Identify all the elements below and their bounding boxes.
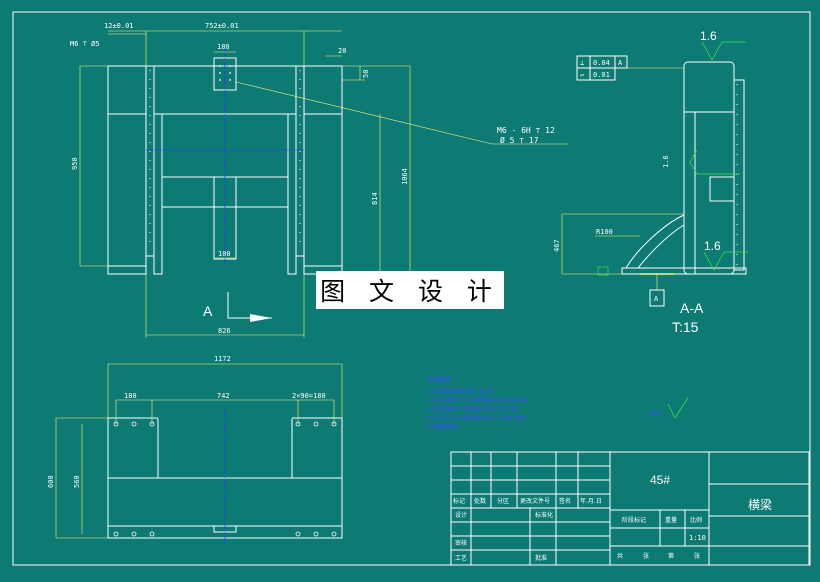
dim-950: 950 bbox=[71, 157, 79, 170]
sheet-no: 第 bbox=[668, 552, 674, 560]
dim-600: 600 bbox=[47, 475, 55, 488]
note-line-2: 2.未注线性尺寸公差等级GB1804 f级。 bbox=[427, 396, 533, 404]
label-design: 设计 bbox=[455, 511, 467, 519]
title-block: 45# 横梁 标记 处数 分区 更改文件号 签名 年.月.日 设计 审核 工艺 … bbox=[450, 451, 810, 566]
dim-826: 826 bbox=[218, 327, 231, 335]
label-standard: 标准化 bbox=[535, 511, 553, 519]
dim-180-front: 180 bbox=[217, 43, 230, 51]
dim-50: 50 bbox=[362, 70, 370, 78]
dim-hole: M6 ⊤ Ø5 bbox=[70, 40, 100, 48]
label-ratio: 比例 bbox=[690, 516, 702, 524]
side-view: 1.6 1.6 1.6 ⊥ 0.04 A ▱ 0.01 467 R100 A A… bbox=[553, 29, 748, 335]
side-fillet bbox=[625, 214, 685, 269]
part-name: 横梁 bbox=[748, 497, 772, 512]
dim-752: 752±0.01 bbox=[205, 22, 239, 30]
note-line-1: 1.公差原则按GB/T 4249 bbox=[427, 387, 495, 395]
dim-814: 814 bbox=[371, 192, 379, 205]
note-line-3: 3.未注角度公差等级GB11335 f级。 bbox=[427, 405, 525, 413]
label-approve: 批准 bbox=[535, 554, 547, 562]
dim-r100: R100 bbox=[596, 228, 613, 236]
thickness-label: T:15 bbox=[672, 319, 699, 335]
label-change: 更改文件号 bbox=[520, 497, 550, 505]
dim-2x90: 2×90=180 bbox=[292, 392, 326, 400]
label-zone: 分区 bbox=[497, 497, 509, 505]
dim-1172: 1172 bbox=[214, 355, 231, 363]
label-mark: 标记 bbox=[453, 497, 465, 505]
label-count: 处数 bbox=[474, 497, 486, 505]
left-column bbox=[107, 65, 147, 275]
rough-top: 1.6 bbox=[700, 29, 717, 43]
section-label: A-A bbox=[680, 300, 704, 316]
sheet-unit-1: 张 bbox=[643, 552, 649, 560]
rough-mid: 1.6 bbox=[662, 155, 670, 168]
sheet-total: 共 bbox=[617, 552, 623, 560]
dim-1064: 1064 bbox=[401, 168, 409, 185]
dim-467: 467 bbox=[553, 239, 561, 252]
note-line-5: 5.锐角倒钝。 bbox=[427, 423, 463, 431]
callout-depth: Ø 5 ⊤ 17 bbox=[500, 135, 539, 145]
note-line-4: 4.未注形位公差等级GB/T 1184 H级。 bbox=[427, 414, 531, 422]
dim-180-top: 180 bbox=[124, 392, 137, 400]
label-sign: 签名 bbox=[559, 497, 571, 505]
callout-thread: M6 - 6H ⊤ 12 bbox=[497, 126, 555, 135]
sheet-border bbox=[12, 11, 811, 566]
dim-742: 742 bbox=[217, 392, 230, 400]
tol-flat-symbol: ▱ bbox=[580, 71, 585, 79]
other-rough-symbol bbox=[667, 397, 689, 419]
datum-label: A bbox=[654, 295, 659, 303]
notes-title: 技术要求 bbox=[427, 376, 451, 384]
tol-perp-value: 0.04 bbox=[593, 59, 610, 67]
label-weight: 重量 bbox=[665, 516, 677, 524]
scale: 1:10 bbox=[689, 534, 706, 542]
datum-box bbox=[649, 289, 665, 307]
dim-20: 20 bbox=[338, 47, 346, 55]
tol-perp-symbol: ⊥ bbox=[580, 59, 584, 67]
tol-frame-flat bbox=[576, 67, 616, 81]
other-rough-label: 其余 bbox=[650, 410, 662, 418]
front-view: 12±0.01 752±0.01 M6 ⊤ Ø5 180 20 50 950 1… bbox=[70, 22, 568, 338]
label-process: 工艺 bbox=[455, 554, 467, 562]
label-stage: 阶段标记 bbox=[622, 516, 646, 524]
technical-notes: 技术要求 1.公差原则按GB/T 4249 2.未注线性尺寸公差等级GB1804… bbox=[427, 376, 533, 431]
tol-flat-value: 0.01 bbox=[593, 71, 610, 79]
view-arrow-label: A bbox=[203, 303, 213, 319]
sheet-unit-2: 张 bbox=[694, 552, 700, 560]
material: 45# bbox=[650, 473, 670, 487]
right-column bbox=[303, 65, 343, 275]
dim-12: 12±0.01 bbox=[104, 22, 134, 30]
tol-perp-ref: A bbox=[618, 59, 623, 67]
dim-100: 100 bbox=[218, 250, 231, 258]
rough-bot: 1.6 bbox=[704, 239, 721, 253]
dim-560: 560 bbox=[73, 475, 81, 488]
watermark-banner: 图 文 设 计 bbox=[316, 271, 504, 309]
label-review: 审核 bbox=[455, 539, 467, 547]
label-date: 年.月.日 bbox=[580, 497, 602, 505]
top-view: 1172 180 742 2×90=180 600 560 bbox=[47, 355, 343, 545]
